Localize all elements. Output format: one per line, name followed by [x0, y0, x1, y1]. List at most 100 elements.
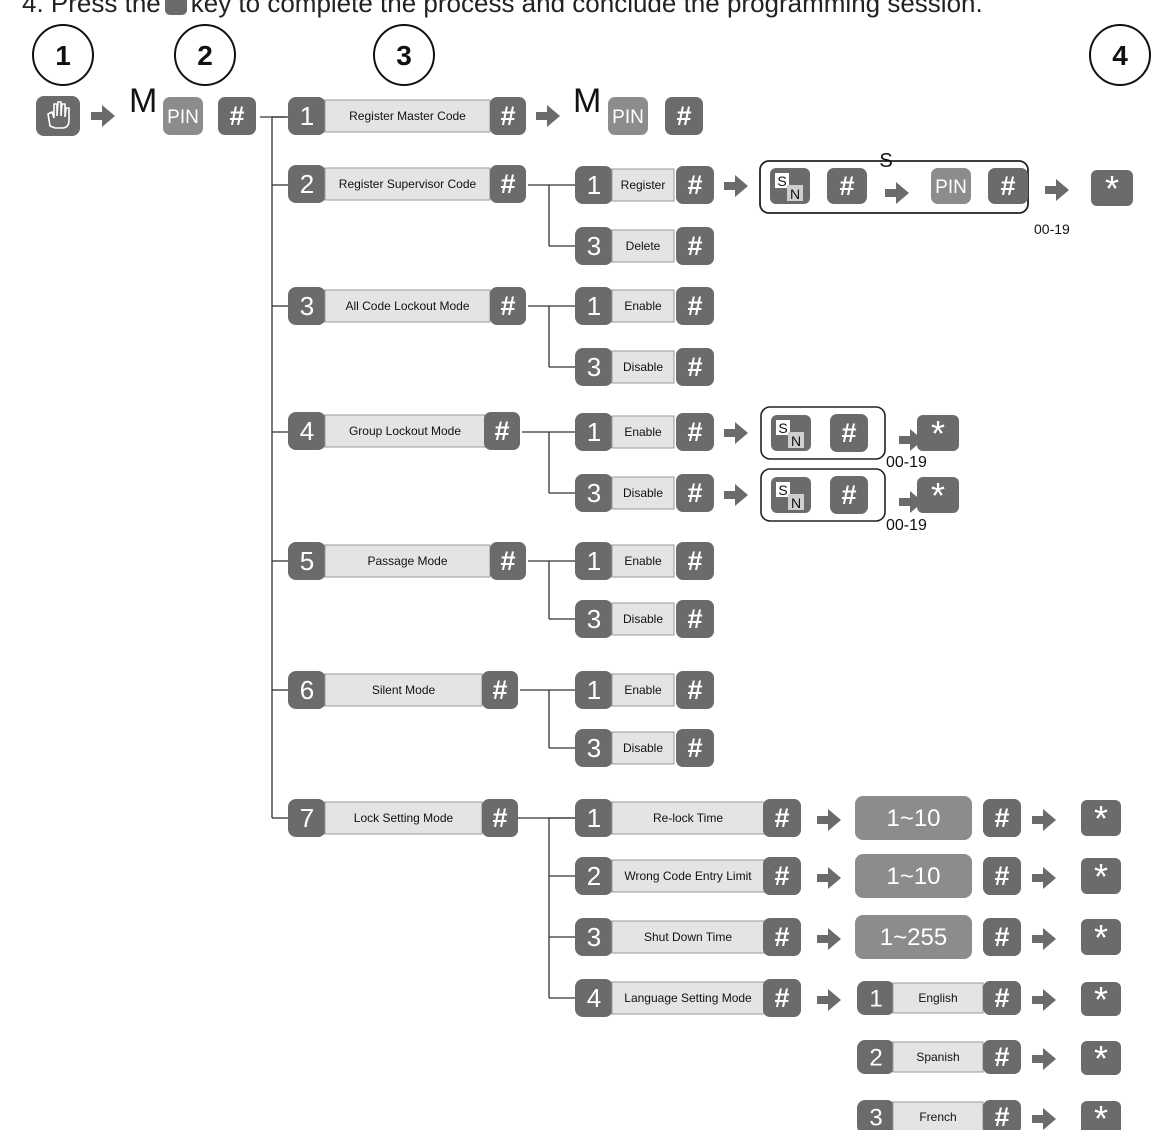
digit-value: 2 — [869, 1044, 882, 1071]
arrow-icon — [1045, 179, 1069, 201]
hash-symbol: # — [494, 416, 509, 446]
star-symbol: * — [1094, 856, 1108, 897]
arrow-icon — [1032, 867, 1056, 889]
menu-label-text: English — [918, 991, 957, 1005]
menu-label-text: Group Lockout Mode — [349, 424, 461, 438]
hash-symbol: # — [687, 546, 702, 576]
star-symbol: * — [931, 413, 945, 454]
digit-value: 1 — [869, 985, 882, 1012]
hash-symbol: # — [839, 171, 854, 201]
digit-value: 3 — [300, 291, 314, 321]
sub-menu-label — [611, 673, 675, 707]
star-symbol: * — [1094, 798, 1108, 839]
menu-label-text: Disable — [623, 360, 663, 374]
slot-n-letter: N — [791, 495, 801, 511]
menu-label-text: Enable — [624, 425, 662, 439]
step-circle — [174, 24, 236, 86]
pin-label: PIN — [167, 107, 199, 128]
menu-label-text: Shut Down Time — [644, 930, 732, 944]
sub-menu-label — [611, 731, 675, 765]
step-number: 1 — [55, 40, 71, 71]
menu-label-text: Silent Mode — [372, 683, 436, 697]
hash-symbol: # — [841, 418, 856, 448]
menu-label-text: Delete — [626, 239, 661, 253]
sub-menu-key — [575, 542, 613, 580]
hash-symbol: # — [841, 480, 856, 510]
hash-symbol: # — [500, 291, 515, 321]
arrow-icon — [91, 105, 115, 127]
menu-label-text: Lock Setting Mode — [354, 811, 454, 825]
star-symbol: * — [1094, 917, 1108, 958]
digit-value: 2 — [587, 861, 601, 891]
step-number: 4 — [1112, 40, 1128, 71]
menu-label-text: Enable — [624, 299, 662, 313]
language-label — [892, 982, 984, 1014]
star-key — [1081, 1101, 1121, 1130]
main-menu-label — [324, 673, 483, 707]
hash-symbol: # — [994, 861, 1009, 891]
master-pin-key — [163, 97, 203, 135]
digit-value: 1 — [587, 546, 601, 576]
digit-value: 3 — [869, 1104, 882, 1130]
star-key — [917, 415, 959, 451]
hash-symbol: # — [687, 170, 702, 200]
lock-setting-key — [575, 979, 613, 1017]
hash-symbol: # — [500, 169, 515, 199]
sub-menu-hash-key — [676, 729, 714, 767]
main-menu-hash-key — [490, 165, 526, 203]
sub-menu-key — [575, 287, 613, 325]
digit-value: 1 — [587, 803, 601, 833]
menu-label-text: Language Setting Mode — [624, 991, 752, 1005]
hash-key — [983, 981, 1021, 1015]
star-symbol: * — [1094, 1038, 1108, 1079]
digit-value: 3 — [587, 922, 601, 952]
step-circle — [1089, 24, 1151, 86]
arrow-icon — [724, 175, 748, 197]
sub-menu-label — [611, 544, 675, 578]
hash-symbol: # — [994, 1042, 1009, 1072]
slot-n-letter: N — [791, 433, 801, 449]
arrow-icon — [1032, 1108, 1056, 1130]
arrow-icon — [899, 491, 923, 513]
range-text: 1~10 — [886, 863, 940, 890]
slot-s-letter: S — [778, 420, 787, 436]
new-master-pin-key — [608, 97, 648, 135]
sub-menu-key — [575, 227, 613, 265]
sub-menu-hash-key — [676, 671, 714, 709]
main-menu-label — [324, 167, 491, 201]
hash-symbol: # — [774, 983, 789, 1013]
hash-key — [983, 857, 1021, 895]
main-menu-key — [288, 799, 326, 837]
hash-symbol: # — [687, 604, 702, 634]
slot-n-box — [787, 185, 803, 201]
lock-setting-hash-key — [763, 918, 801, 956]
main-menu-label — [324, 99, 491, 133]
hand-key — [36, 96, 80, 136]
range-box — [855, 915, 972, 959]
hash-key — [983, 799, 1021, 837]
digit-value: 4 — [300, 416, 314, 446]
arrow-icon — [724, 422, 748, 444]
arrow-icon — [1032, 809, 1056, 831]
hash-symbol: # — [687, 417, 702, 447]
pin-label: PIN — [935, 177, 967, 198]
step-circle — [373, 24, 435, 86]
hash-symbol: # — [774, 861, 789, 891]
arrow-icon — [885, 182, 909, 204]
group-sequence-frame — [760, 468, 886, 522]
arrow-icon — [817, 928, 841, 950]
language-key — [857, 981, 895, 1015]
menu-label-text: French — [919, 1110, 956, 1124]
hash-symbol: # — [687, 478, 702, 508]
star-symbol: * — [1094, 979, 1108, 1020]
range-text: 1~10 — [886, 805, 940, 832]
sub-menu-label — [611, 289, 675, 323]
language-key — [857, 1100, 895, 1130]
supervisor-letter: S — [879, 150, 892, 172]
hash-symbol: # — [774, 803, 789, 833]
sub-menu-label — [611, 350, 675, 384]
pin-label: PIN — [612, 107, 644, 128]
slot-s-box — [775, 173, 789, 188]
lock-setting-key — [575, 918, 613, 956]
star-key-icon — [164, 0, 187, 16]
